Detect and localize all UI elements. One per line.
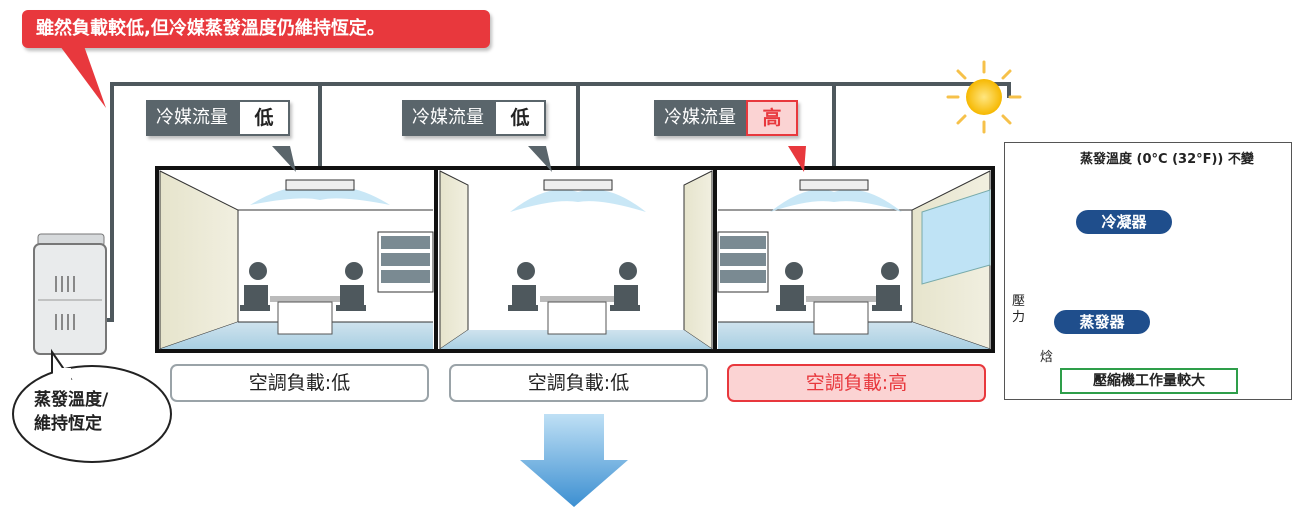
- down-arrow-icon: [520, 414, 628, 507]
- workers-room-3: [776, 262, 902, 335]
- outdoor-speech-bubble: [12, 348, 172, 463]
- load-label-room-1: 空調負載:低: [170, 364, 429, 402]
- x-axis-label: 焓: [1040, 350, 1054, 365]
- condenser-label: 冷凝器: [1076, 210, 1172, 234]
- flow-value: 低: [238, 100, 290, 136]
- indoor-unit-3: [770, 179, 902, 212]
- evaporator-label: 蒸發器: [1054, 310, 1150, 334]
- flow-value: 低: [494, 100, 546, 136]
- headline-text: 雖然負載較低,但冷媒蒸發溫度仍維持恆定。: [36, 18, 385, 39]
- room-2: [439, 170, 713, 350]
- flow-label-room-3: 冷媒流量 高: [654, 100, 798, 136]
- sun-icon: [946, 60, 1022, 134]
- indoor-unit-1: [250, 179, 390, 205]
- headline-banner: 雖然負載較低,但冷媒蒸發溫度仍維持恆定。: [22, 10, 490, 48]
- indoor-unit-2: [510, 179, 646, 212]
- flow-label-room-2: 冷媒流量 低: [402, 100, 546, 136]
- flow-label-room-1: 冷媒流量 低: [146, 100, 290, 136]
- flow-label-text: 冷媒流量: [402, 100, 494, 136]
- flow-value: 高: [746, 100, 798, 136]
- window: [921, 189, 991, 285]
- outdoor-unit: [33, 233, 107, 355]
- bubble-line-2: 維持恆定: [34, 414, 102, 434]
- workers-room-2: [508, 262, 640, 335]
- flow-label-text: 冷媒流量: [146, 100, 238, 136]
- workers-room-1: [240, 262, 366, 335]
- compressor-note: 壓縮機工作量較大: [1060, 368, 1238, 394]
- banner-pointer: [60, 46, 106, 108]
- graph-panel: [1004, 142, 1292, 400]
- graph-title: 蒸發溫度 (0°C (32°F)) 不變: [1080, 152, 1254, 167]
- room-1: [159, 170, 434, 350]
- bubble-text: 蒸發溫度/ 維持恆定: [34, 388, 150, 436]
- bubble-line-1: 蒸發溫度/: [34, 390, 109, 410]
- flow-label-text: 冷媒流量: [654, 100, 746, 136]
- refrigerant-piping: [104, 82, 1011, 322]
- room-3: [717, 170, 991, 350]
- y-axis-label: 壓力: [1012, 294, 1026, 325]
- load-label-room-3: 空調負載:高: [727, 364, 986, 402]
- load-label-room-2: 空調負載:低: [449, 364, 708, 402]
